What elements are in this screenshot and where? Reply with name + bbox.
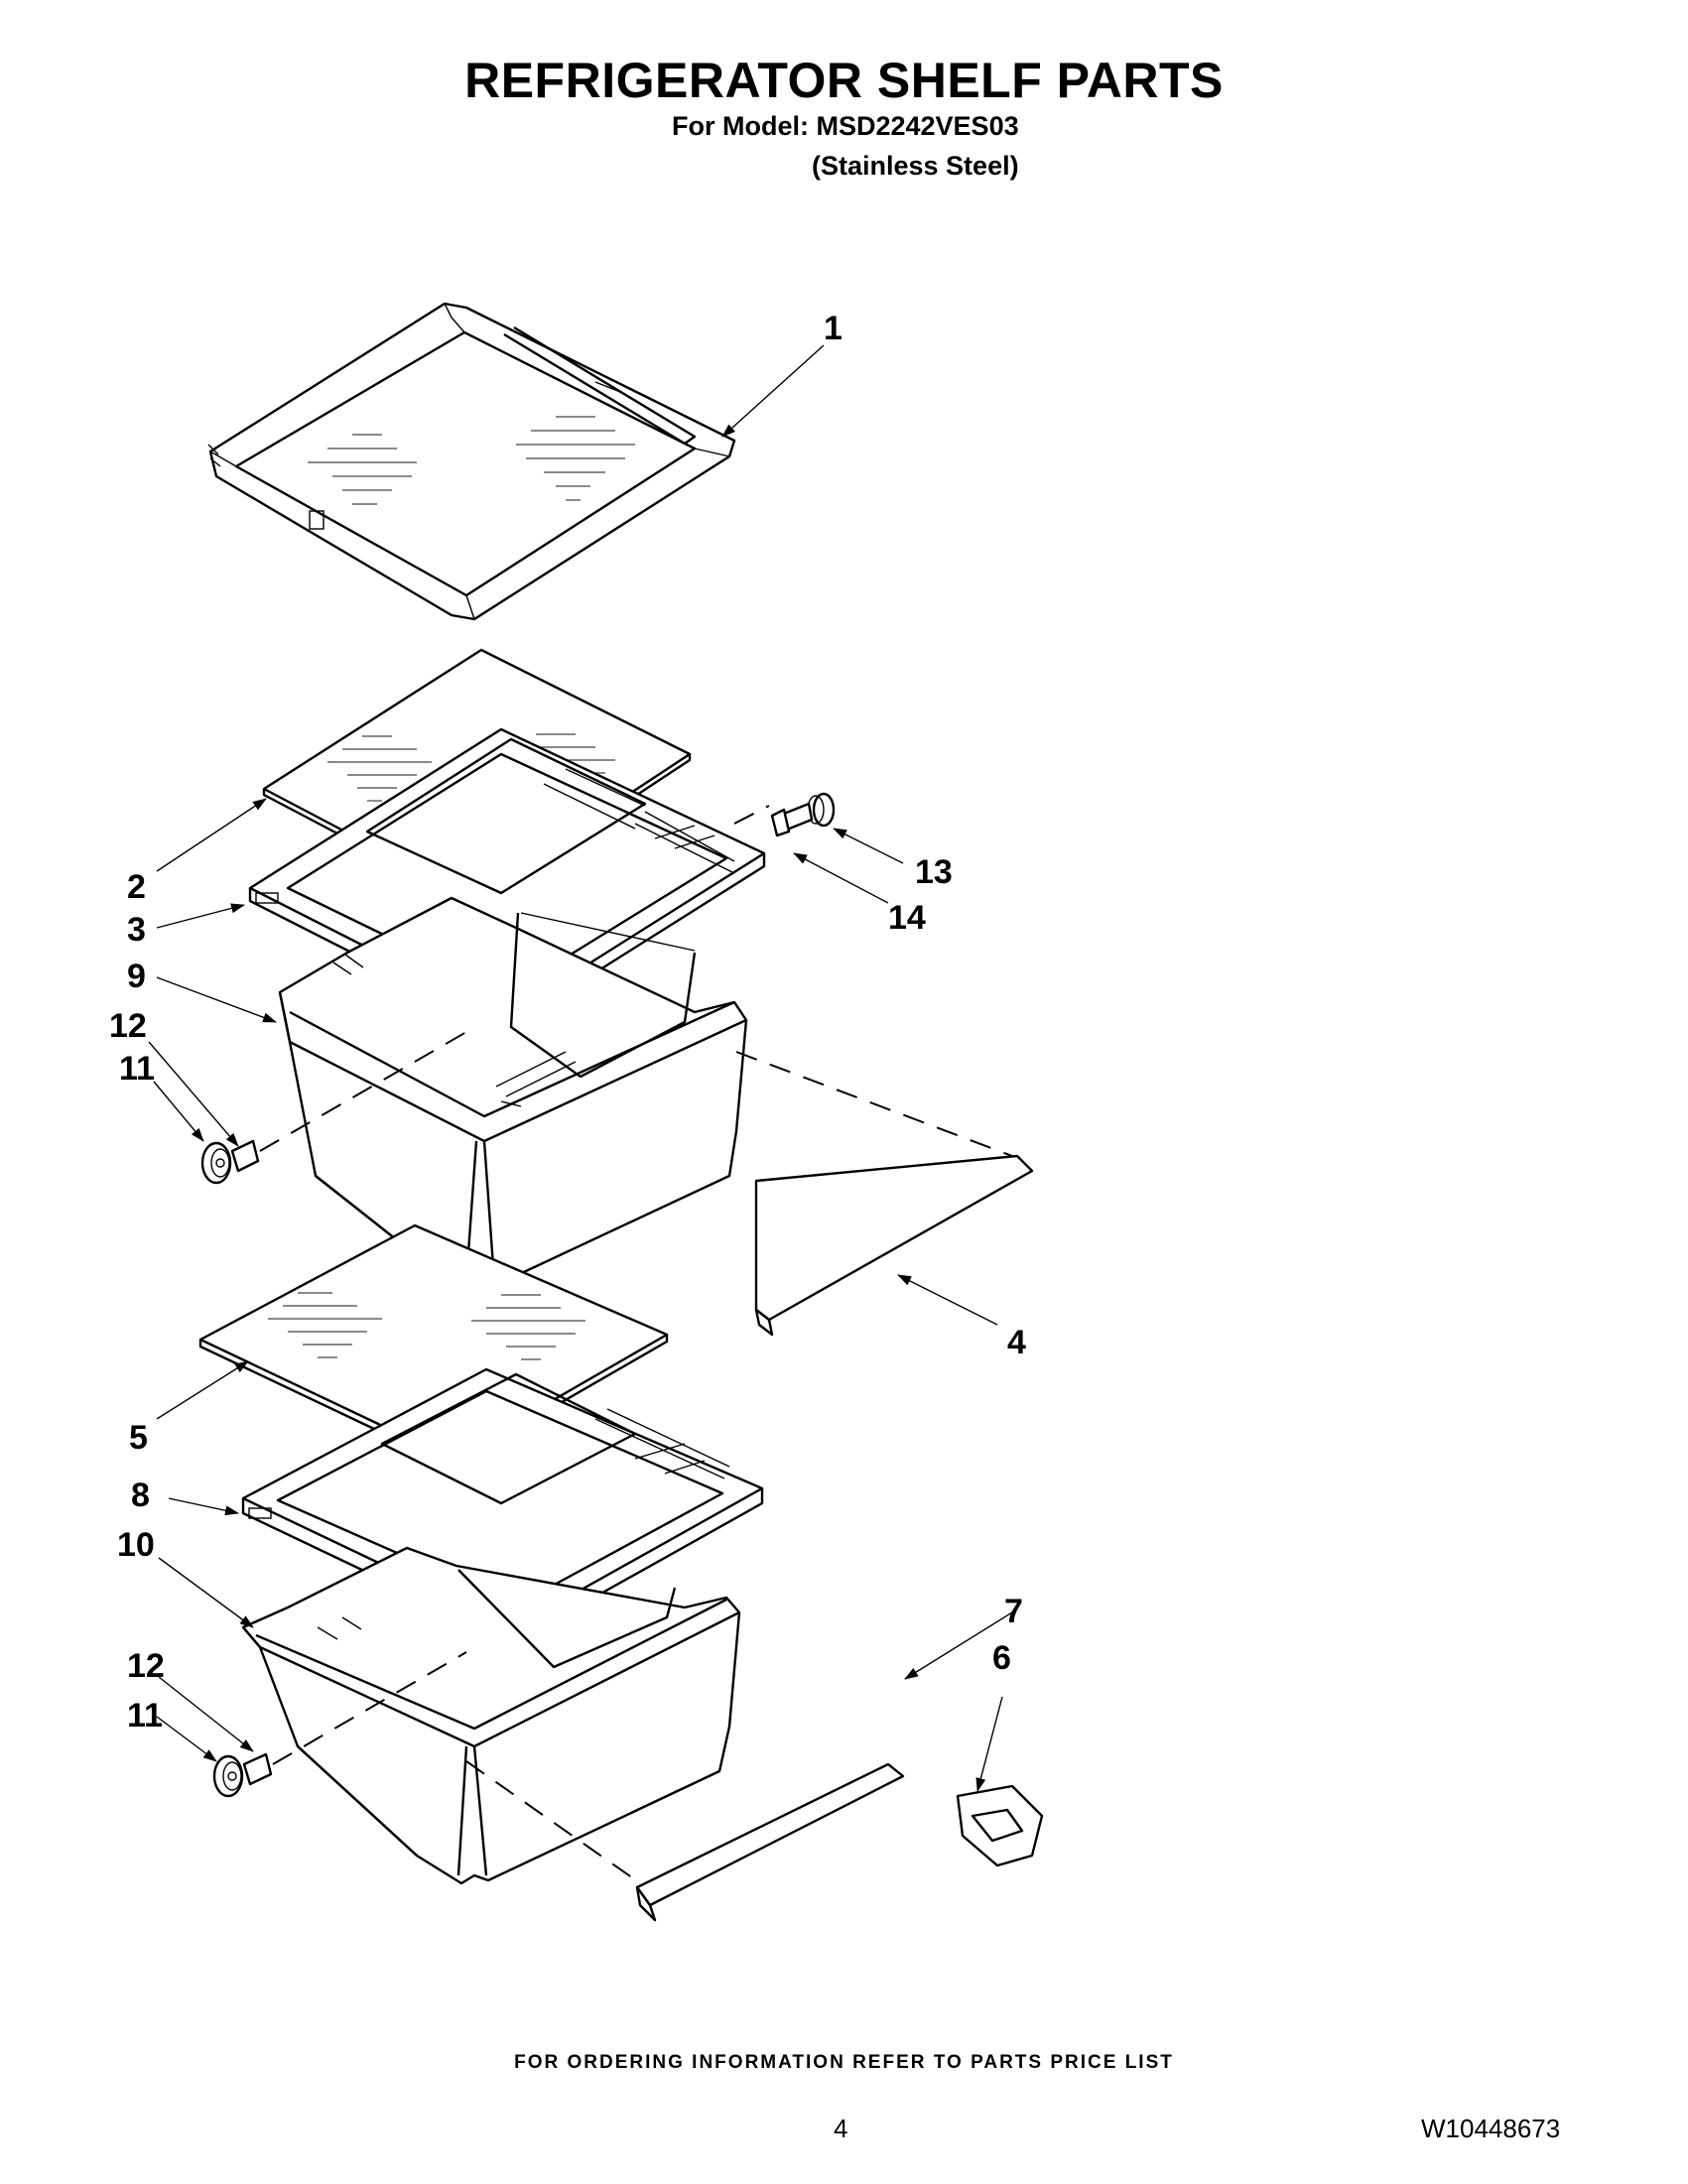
callout-6: 6 [992, 1639, 1011, 1677]
part-6-clip [956, 1784, 1044, 1867]
part-4-trim [754, 1154, 1034, 1337]
callout-13: 13 [915, 853, 953, 891]
callout-4: 4 [1007, 1324, 1026, 1361]
callout-labels: 1 2 3 9 12 11 13 14 4 5 8 10 7 6 12 11 [109, 310, 1026, 1734]
callout-12-lower: 12 [127, 1647, 165, 1685]
ordering-note: FOR ORDERING INFORMATION REFER TO PARTS … [514, 2052, 1174, 2073]
callout-11-upper: 11 [119, 1050, 155, 1088]
page-title: REFRIGERATOR SHELF PARTS [464, 53, 1224, 108]
document-number: W10448673 [1421, 2114, 1561, 2143]
callout-1: 1 [824, 310, 843, 347]
callout-11-lower: 11 [127, 1697, 163, 1734]
callout-8: 8 [131, 1477, 150, 1514]
callout-7: 7 [1004, 1593, 1023, 1630]
callout-3: 3 [127, 911, 146, 949]
part-10-crisper-drawer [241, 1546, 741, 1885]
callout-12-upper: 12 [109, 1007, 147, 1045]
assembly-dash-lines [259, 805, 1013, 1886]
part-1-shelf-assembly [207, 302, 736, 621]
callout-2: 2 [127, 868, 146, 906]
part-12-axle-upper [230, 1139, 260, 1173]
part-9-crisper-drawer [278, 896, 748, 1292]
callout-10: 10 [117, 1526, 155, 1564]
callout-9: 9 [127, 958, 146, 995]
model-variant: (Stainless Steel) [812, 151, 1019, 181]
callout-14: 14 [888, 899, 926, 937]
part-11-wheel-upper [200, 1141, 232, 1185]
leader-arrows [148, 344, 1013, 1792]
model-line: For Model: MSD2242VES03 [672, 111, 1019, 141]
page-number: 4 [834, 2114, 848, 2143]
part-11-wheel-lower [212, 1754, 244, 1798]
part-7-trim [635, 1762, 905, 1922]
part-14-axle [770, 802, 814, 837]
callout-5: 5 [129, 1419, 148, 1457]
part-12-axle-lower [242, 1752, 273, 1786]
